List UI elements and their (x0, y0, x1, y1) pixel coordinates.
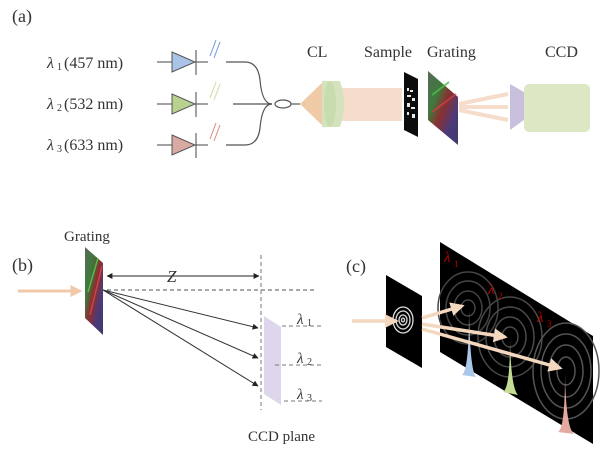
source-3-wavelength: (633 nm) (64, 137, 123, 154)
source-1-sub: 1 (57, 62, 62, 73)
grating-b-label: Grating (64, 229, 110, 245)
order-1-sub: 1 (307, 318, 312, 329)
order-1-symbol: λ (296, 312, 304, 328)
diffracted-rays (102, 289, 259, 387)
emission-arrows-1-icon (209, 39, 221, 59)
grating-label: Grating (427, 44, 476, 61)
source-2-wavelength: (532 nm) (64, 96, 123, 113)
ccd-label: CCD (545, 44, 578, 61)
source-2-sub: 2 (57, 103, 62, 114)
order-3-symbol: λ (296, 387, 304, 403)
grating-b (85, 247, 103, 335)
order-3-sub: 3 (307, 393, 312, 404)
ccd-plane (264, 316, 281, 405)
spot-1-symbol: λ (443, 250, 451, 266)
distance-label: Z (167, 267, 177, 286)
emission-arrows-2-icon (209, 81, 221, 101)
source-1-wavelength: (457 nm) (64, 55, 123, 72)
source-3-sub: 3 (57, 144, 62, 155)
panel-c-tag: (c) (346, 256, 366, 277)
spot-3-symbol: λ (536, 310, 544, 326)
source-2: λ 2 (532 nm) (46, 81, 221, 117)
panel-c: (c) λ 1 λ 2 λ 3 (346, 242, 600, 444)
source-1-symbol: λ (46, 55, 54, 72)
panel-a: (a) λ 1 (457 nm) λ 2 (532 nm) (12, 6, 590, 158)
ccd-camera: CCD (510, 44, 590, 132)
laser-diode-2-icon (171, 93, 197, 115)
collimating-lens: CL (300, 44, 402, 128)
spot-2-sub: 2 (498, 291, 503, 301)
peak-3 (558, 374, 574, 434)
sample-label: Sample (364, 44, 412, 61)
order-2-sub: 2 (307, 357, 312, 368)
spot-3-sub: 3 (547, 319, 552, 329)
panel-b: (b) Grating Z λ 1 λ 2 λ 3 CCD (12, 229, 322, 445)
spot-2-symbol: λ (487, 282, 495, 298)
source-1: λ 1 (457 nm) (46, 39, 221, 75)
ccd-plane-label: CCD plane (248, 429, 315, 445)
order-2-symbol: λ (296, 351, 304, 367)
grating: Grating (427, 44, 476, 145)
panel-b-tag: (b) (12, 255, 33, 276)
coupler-icon (274, 99, 292, 109)
collimated-beam (334, 88, 402, 121)
cl-label: CL (307, 44, 327, 61)
panel-a-tag: (a) (12, 6, 32, 27)
laser-diode-3-icon (171, 134, 197, 156)
source-2-symbol: λ (46, 96, 54, 113)
source-3: λ 3 (633 nm) (46, 122, 221, 158)
diffracted-beams (458, 92, 509, 122)
spot-1-sub: 1 (454, 259, 459, 269)
peak-2 (503, 340, 518, 395)
source-3-symbol: λ (46, 137, 54, 154)
fiber-combiner (226, 61, 300, 146)
laser-diode-1-icon (171, 51, 197, 73)
emission-arrows-3-icon (209, 122, 221, 142)
beam-arrows (352, 302, 563, 372)
sample: Sample (364, 44, 418, 137)
